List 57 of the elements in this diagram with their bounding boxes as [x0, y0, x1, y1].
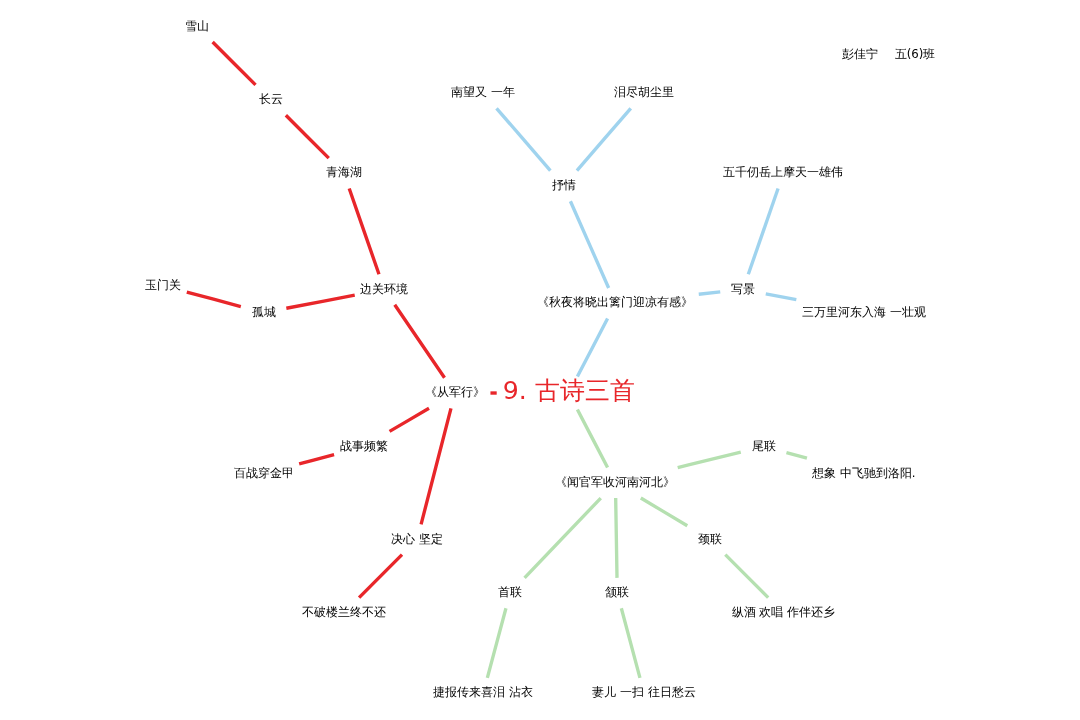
node-text: 战事频繁 [339, 438, 388, 453]
connector [613, 498, 619, 578]
connector [764, 292, 797, 302]
node-text: 想象 中飞驰到洛阳. [811, 465, 916, 480]
connector [676, 450, 741, 470]
node-text: 青海湖 [325, 165, 362, 180]
connector [357, 553, 403, 599]
connector [575, 317, 609, 378]
node-text: 百战穿金甲 [233, 465, 294, 480]
node-text: 首联 [497, 585, 522, 600]
connector [418, 408, 453, 525]
node-text: 玉门关 [144, 277, 181, 292]
node-text: 抒情 [551, 177, 576, 192]
connector [284, 114, 330, 160]
label: 彭佳宁 [841, 47, 878, 62]
node-text: 写景 [730, 281, 755, 296]
connector [575, 107, 632, 172]
connector [392, 303, 446, 379]
node-text: 南望又 一年 [450, 85, 515, 100]
node-text: 不破楼兰终不还 [301, 604, 386, 619]
connector [568, 200, 610, 289]
connector [619, 607, 642, 679]
connector [639, 496, 688, 528]
connector [388, 406, 430, 433]
connector [575, 408, 609, 469]
node-text: 《闻官军收河南河北》 [554, 474, 675, 489]
node-text: 决心 坚定 [390, 531, 443, 546]
node-text: 《从军行》 [424, 385, 485, 400]
node-text: 纵酒 欢唱 作伴还乡 [731, 604, 835, 619]
connector [347, 187, 381, 275]
node-text: 颈联 [697, 531, 722, 546]
connector [185, 290, 241, 309]
node-text: 《秋夜将晓出篱门迎凉有感》 [536, 295, 693, 310]
connector [698, 290, 720, 296]
connector [298, 452, 334, 466]
node-text: 尾联 [751, 438, 776, 453]
node-text: 边关环境 [359, 281, 408, 296]
connector [489, 391, 497, 395]
connector [522, 496, 602, 580]
connector [494, 107, 552, 172]
node-text: 9. 古诗三首 [502, 376, 635, 406]
connector [746, 187, 780, 275]
node-text: 雪山 [184, 18, 209, 33]
connector [785, 451, 807, 460]
node-text: 孤城 [251, 304, 276, 319]
label: 五(6)班 [894, 47, 935, 62]
node-text: 妻儿 一扫 往日愁云 [591, 685, 696, 700]
connector [485, 607, 508, 679]
node-text: 颔联 [604, 585, 629, 600]
connector [210, 40, 257, 87]
node-text: 五千仞岳上摩天一雄伟 [722, 165, 843, 180]
connector [285, 293, 355, 310]
node-text: 三万里河东入海 一壮观 [801, 304, 926, 319]
node-text: 捷报传来喜泪 沾衣 [432, 685, 533, 700]
connector [723, 553, 769, 599]
node-text: 长云 [258, 92, 283, 107]
node-text: 泪尽胡尘里 [613, 85, 674, 100]
